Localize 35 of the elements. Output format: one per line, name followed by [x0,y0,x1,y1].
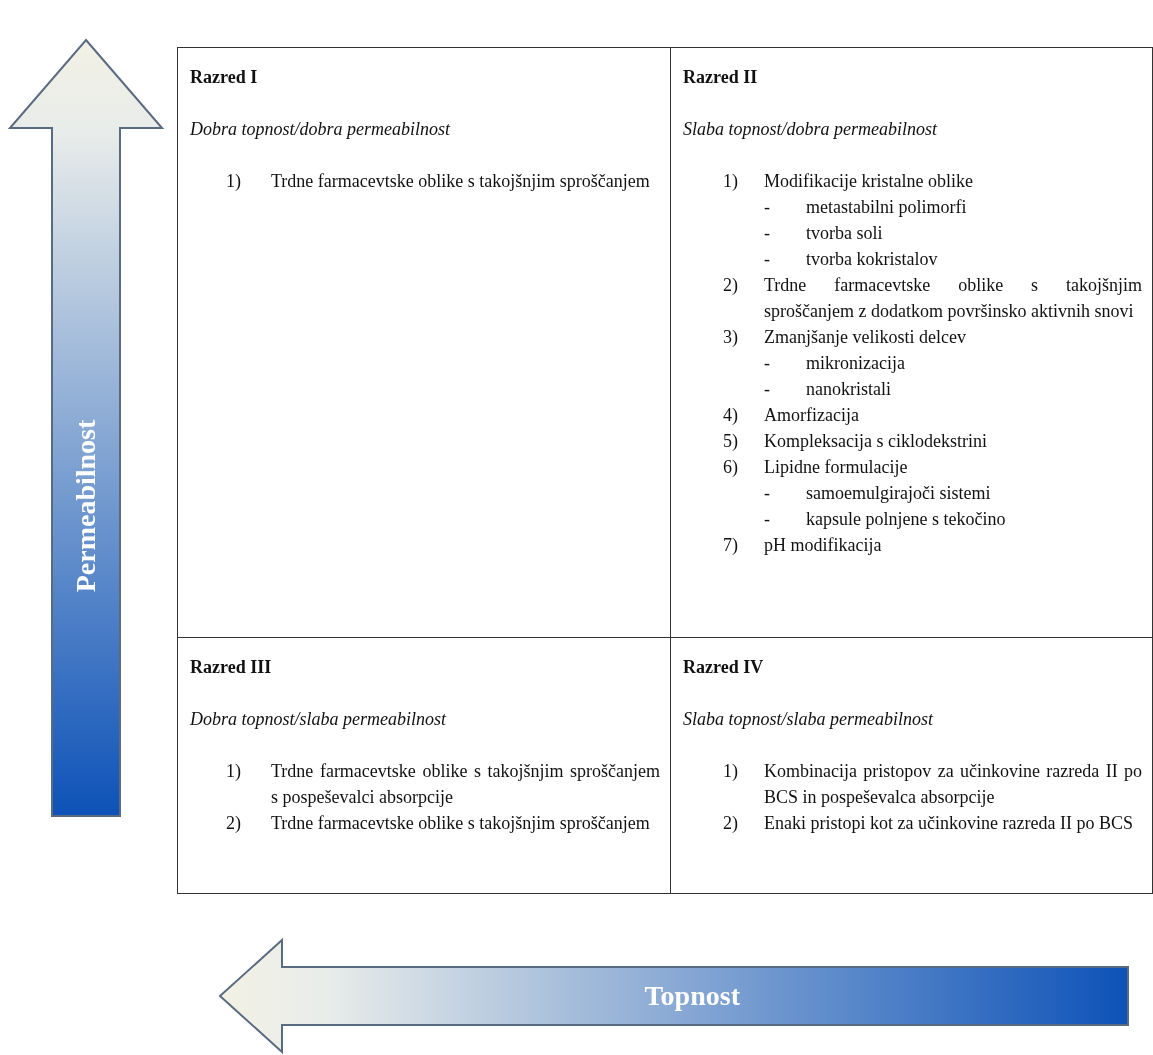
numbered-list-item: 1) Kombinacija pristopov za učinkovine razreda II po BCS in pospeševalca absorpcije [723,760,1142,809]
class-subtitle: Slaba topnost/dobra permeabilnost [683,118,937,141]
class-heading: Razred IV [683,656,764,679]
axis-label: Permeabilnost [70,419,102,593]
block-arrow [8,38,164,818]
numbered-list-item: 2) Enaki pristopi kot za učinkovine razreda II po BCS [723,812,1134,835]
bullet-list-item: - metastabilni polimorfi [764,196,968,219]
numbered-list-item: 5) Kompleksacija s ciklodekstrini [723,430,988,453]
bullet-list-item: - samoemulgirajoči sistemi [764,482,992,505]
bullet-list-item: - mikronizacija [764,352,906,375]
table-cell [177,637,671,894]
axis-label: Topnost [644,980,740,1012]
table-cell [670,637,1153,894]
class-heading: Razred III [190,656,272,679]
numbered-list-item: 1) Trdne farmacevtske oblike s takojšnjim sproščanjem [226,170,651,193]
numbered-list-item: 3) Zmanjšanje velikosti delcev [723,326,967,349]
class-subtitle: Slaba topnost/slaba permeabilnost [683,708,933,731]
bullet-list-item: - kapsule polnjene s tekočino [764,508,1007,531]
numbered-list-item: 1) Modifikacije kristalne oblike [723,170,974,193]
numbered-list-item: 6) Lipidne formulacije [723,456,909,479]
bullet-list-item: - tvorba kokristalov [764,248,939,271]
class-subtitle: Dobra topnost/slaba permeabilnost [190,708,446,731]
numbered-list-item: 2) Trdne farmacevtske oblike s takojšnjim sproščanjem z dodatkom površinsko aktivnih snovi [723,274,1142,323]
class-subtitle: Dobra topnost/dobra permeabilnost [190,118,450,141]
numbered-list-item: 2) Trdne farmacevtske oblike s takojšnjim sproščanjem [226,812,651,835]
numbered-list-item: 1) Trdne farmacevtske oblike s takojšnjim sproščanjem s pospeševalci absorpcije [226,760,660,809]
numbered-list-item: 7) pH modifikacija [723,534,883,557]
table-cell [177,47,671,638]
class-heading: Razred II [683,66,758,89]
class-heading: Razred I [190,66,258,89]
table-cell [670,47,1153,638]
numbered-list-item: 4) Amorfizacija [723,404,860,427]
block-arrow [218,938,1130,1054]
bullet-list-item: - nanokristali [764,378,892,401]
bullet-list-item: - tvorba soli [764,222,884,245]
